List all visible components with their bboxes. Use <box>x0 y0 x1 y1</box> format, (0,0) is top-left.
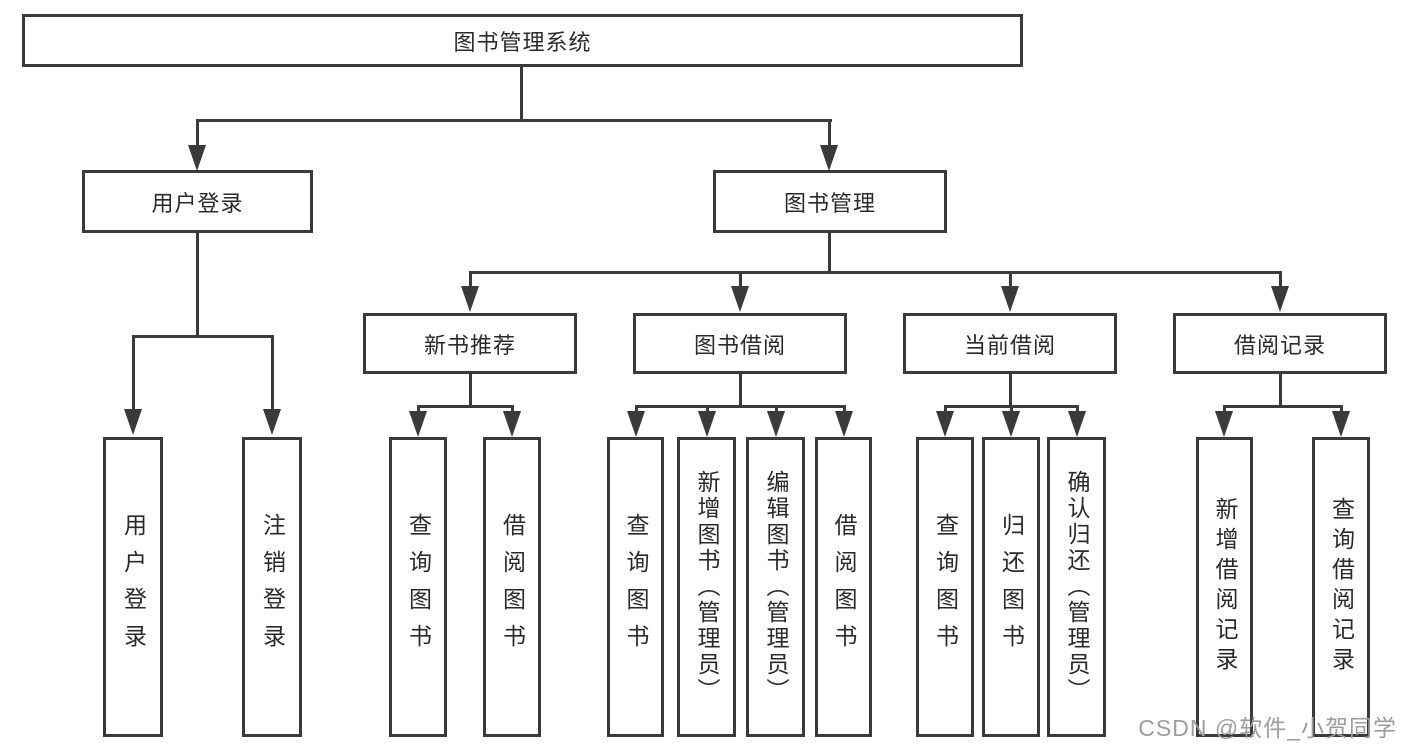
leaf-add-book-admin: 新增图书（管理员） <box>677 437 736 737</box>
arrow-down-icon <box>461 286 479 312</box>
connector-vline <box>196 119 199 148</box>
connector-vline <box>417 405 420 415</box>
connector-hline <box>196 119 832 122</box>
arrow-down-icon <box>835 411 853 437</box>
connector-hline <box>417 405 514 408</box>
connector-vline <box>828 119 831 148</box>
leaf-confirm-return-admin: 确认归还（管理员） <box>1047 437 1106 737</box>
leaf-query-borrow-record: 查询借阅记录 <box>1312 437 1370 737</box>
leaf-query-books: 查询图书 <box>607 437 664 737</box>
connector-vline <box>1279 271 1282 289</box>
connector-vline <box>635 405 638 415</box>
arrow-down-icon <box>1068 411 1086 437</box>
node-label: 注销登录 <box>259 513 286 661</box>
arrow-down-icon <box>1215 411 1233 437</box>
node-label: 新增图书（管理员） <box>694 470 720 704</box>
leaf-return-books: 归还图书 <box>982 437 1040 737</box>
arrow-down-icon <box>698 411 716 437</box>
arrow-down-icon <box>767 411 785 437</box>
connector-vline <box>944 405 947 415</box>
watermark-text: CSDN @软件_小贺同学 <box>1138 715 1397 741</box>
connector-vline <box>132 335 135 411</box>
connector-vline <box>1009 374 1012 407</box>
node-label: 确认归还（管理员） <box>1064 470 1090 704</box>
connector-vline <box>1076 405 1079 415</box>
arrow-down-icon <box>263 409 281 435</box>
connector-vline <box>843 405 846 415</box>
connector-vline <box>196 233 199 337</box>
connector-hline <box>635 405 845 408</box>
node-label: 借阅图书 <box>499 513 526 661</box>
connector-vline <box>739 271 742 289</box>
connector-vline <box>706 405 709 415</box>
node-label: 编辑图书（管理员） <box>763 470 789 704</box>
arrow-down-icon <box>1332 411 1350 437</box>
leaf-edit-book-admin: 编辑图书（管理员） <box>746 437 805 737</box>
node-label: 借阅记录 <box>1233 332 1326 358</box>
leaf-query-books: 查询图书 <box>389 437 447 737</box>
node-label: 用户登录 <box>120 513 147 661</box>
node-label: 查询图书 <box>932 513 959 661</box>
node-label: 当前借阅 <box>963 332 1056 358</box>
node-label: 查询借阅记录 <box>1328 497 1355 677</box>
connector-vline <box>739 374 742 407</box>
node-label: 查询图书 <box>405 513 432 661</box>
node-borrowing-records: 借阅记录 <box>1173 313 1387 374</box>
arrow-down-icon <box>503 411 521 437</box>
connector-vline <box>271 335 274 411</box>
connector-vline <box>1340 405 1343 415</box>
leaf-query-books: 查询图书 <box>916 437 974 737</box>
connector-vline <box>469 271 472 289</box>
node-label: 新书推荐 <box>423 332 516 358</box>
arrow-down-icon <box>188 145 206 171</box>
connector-vline <box>1010 405 1013 415</box>
arrow-down-icon <box>627 411 645 437</box>
node-label: 图书管理系统 <box>453 29 592 55</box>
leaf-borrow-books: 借阅图书 <box>815 437 872 737</box>
arrow-down-icon <box>820 145 838 171</box>
node-book-management: 图书管理 <box>713 170 947 233</box>
node-label: 新增借阅记录 <box>1212 497 1238 677</box>
node-label: 查询图书 <box>623 513 649 661</box>
leaf-borrow-books: 借阅图书 <box>483 437 541 737</box>
node-user-login: 用户登录 <box>82 170 313 233</box>
node-current-borrowing: 当前借阅 <box>903 313 1117 374</box>
node-label: 图书借阅 <box>693 332 786 358</box>
leaf-logout: 注销登录 <box>242 437 302 737</box>
arrow-down-icon <box>1002 411 1020 437</box>
connector-vline <box>1009 271 1012 289</box>
arrow-down-icon <box>124 409 142 435</box>
arrow-down-icon <box>409 411 427 437</box>
connector-vline <box>1279 374 1282 407</box>
connector-vline <box>828 233 831 274</box>
node-label: 归还图书 <box>998 513 1025 661</box>
arrow-down-icon <box>936 411 954 437</box>
node-library-management-system: 图书管理系统 <box>22 14 1023 67</box>
connector-hline <box>469 271 1281 274</box>
node-book-borrowing: 图书借阅 <box>633 313 847 374</box>
node-label: 借阅图书 <box>831 513 857 661</box>
node-label: 用户登录 <box>151 190 244 216</box>
node-label: 图书管理 <box>783 190 876 216</box>
arrow-down-icon <box>1001 286 1019 312</box>
connector-vline <box>469 374 472 407</box>
connector-vline <box>1223 405 1226 415</box>
connector-hline <box>132 335 273 338</box>
connector-hline <box>1223 405 1343 408</box>
leaf-user-login: 用户登录 <box>103 437 163 737</box>
connector-vline <box>775 405 778 415</box>
connector-vline <box>520 67 523 120</box>
node-new-book-recommendation: 新书推荐 <box>363 313 577 374</box>
arrow-down-icon <box>1271 286 1289 312</box>
arrow-down-icon <box>731 286 749 312</box>
leaf-add-borrow-record: 新增借阅记录 <box>1196 437 1253 737</box>
connector-vline <box>511 405 514 415</box>
